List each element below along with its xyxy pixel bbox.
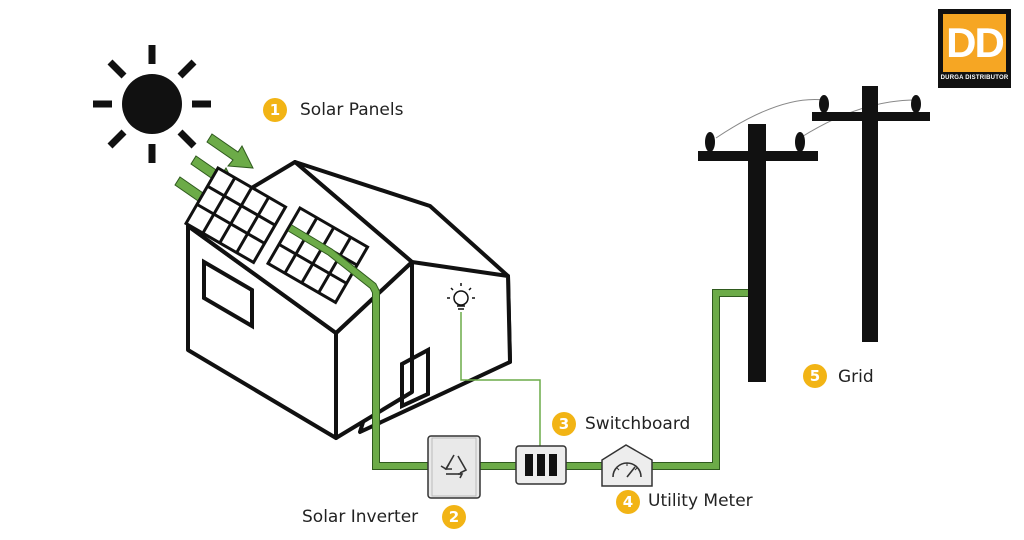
logo-name: DURGA DISTRIBUTOR — [940, 75, 1009, 81]
sun-icon — [93, 45, 211, 163]
house-window — [202, 258, 254, 330]
label-solar-inverter: Solar Inverter — [302, 507, 419, 527]
utility-pole-icon — [698, 86, 930, 382]
recycle-icon — [440, 454, 468, 479]
power-wire — [287, 224, 752, 470]
switchboard-icon — [515, 445, 567, 485]
inverter-box — [427, 435, 481, 499]
house-door — [400, 346, 430, 410]
badge-utility-meter: 4 — [616, 490, 640, 514]
bulb-wire — [460, 312, 541, 446]
label-switchboard: Switchboard — [585, 414, 691, 434]
badge-switchboard: 3 — [552, 412, 576, 436]
light-bulb-icon — [447, 283, 475, 310]
label-grid: Grid — [838, 367, 874, 387]
gauge-icon — [601, 444, 653, 487]
label-solar-panels: Solar Panels — [300, 100, 404, 120]
label-utility-meter: Utility Meter — [648, 491, 753, 511]
brand-logo: DD DURGA DISTRIBUTOR — [938, 9, 1011, 88]
badge-grid: 5 — [803, 364, 827, 388]
badge-solar-inverter: 2 — [442, 505, 466, 529]
logo-letters: DD — [943, 14, 1006, 72]
badge-solar-panels: 1 — [263, 98, 287, 122]
